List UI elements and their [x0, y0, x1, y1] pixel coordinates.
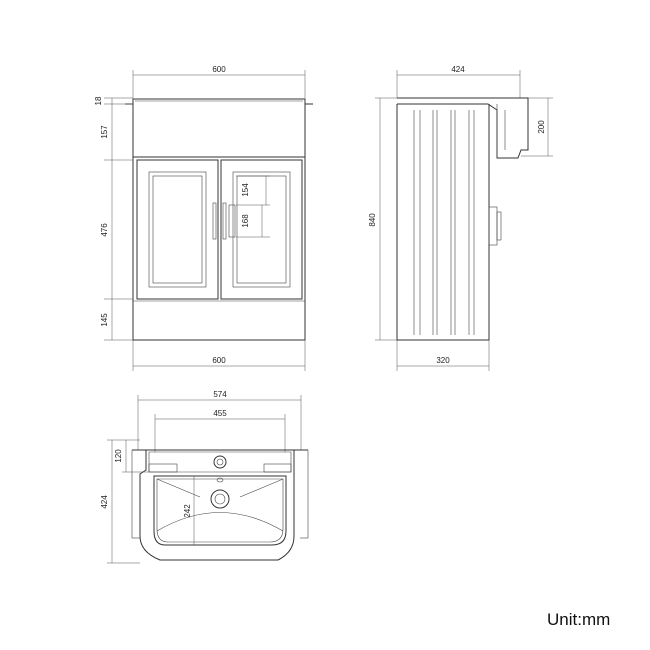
- front-width-top: 600: [212, 65, 226, 74]
- plan-depth: 424: [100, 495, 109, 509]
- front-height-18: 18: [94, 96, 103, 105]
- front-view: 600 154 168 18 157: [94, 65, 313, 371]
- plan-outer-width: 574: [213, 390, 227, 399]
- side-depth-top: 424: [451, 65, 465, 74]
- side-depth-bottom: 320: [436, 356, 450, 365]
- side-height: 840: [368, 213, 377, 227]
- door-dim-168: 168: [241, 214, 250, 228]
- front-height-157: 157: [100, 125, 109, 139]
- side-basin-height: 200: [537, 120, 546, 134]
- plan-inner-width: 455: [213, 409, 227, 418]
- plan-rear-ledge: 120: [114, 449, 123, 463]
- plan-view: 574 455 424: [100, 390, 309, 564]
- door-dim-154: 154: [241, 183, 250, 197]
- unit-label: Unit:mm: [547, 610, 611, 629]
- plan-bowl-depth: 242: [183, 504, 192, 518]
- side-view: 424 840 200 320: [368, 65, 553, 371]
- front-height-476: 476: [100, 223, 109, 237]
- front-width-bottom: 600: [212, 356, 226, 365]
- front-height-145: 145: [100, 313, 109, 327]
